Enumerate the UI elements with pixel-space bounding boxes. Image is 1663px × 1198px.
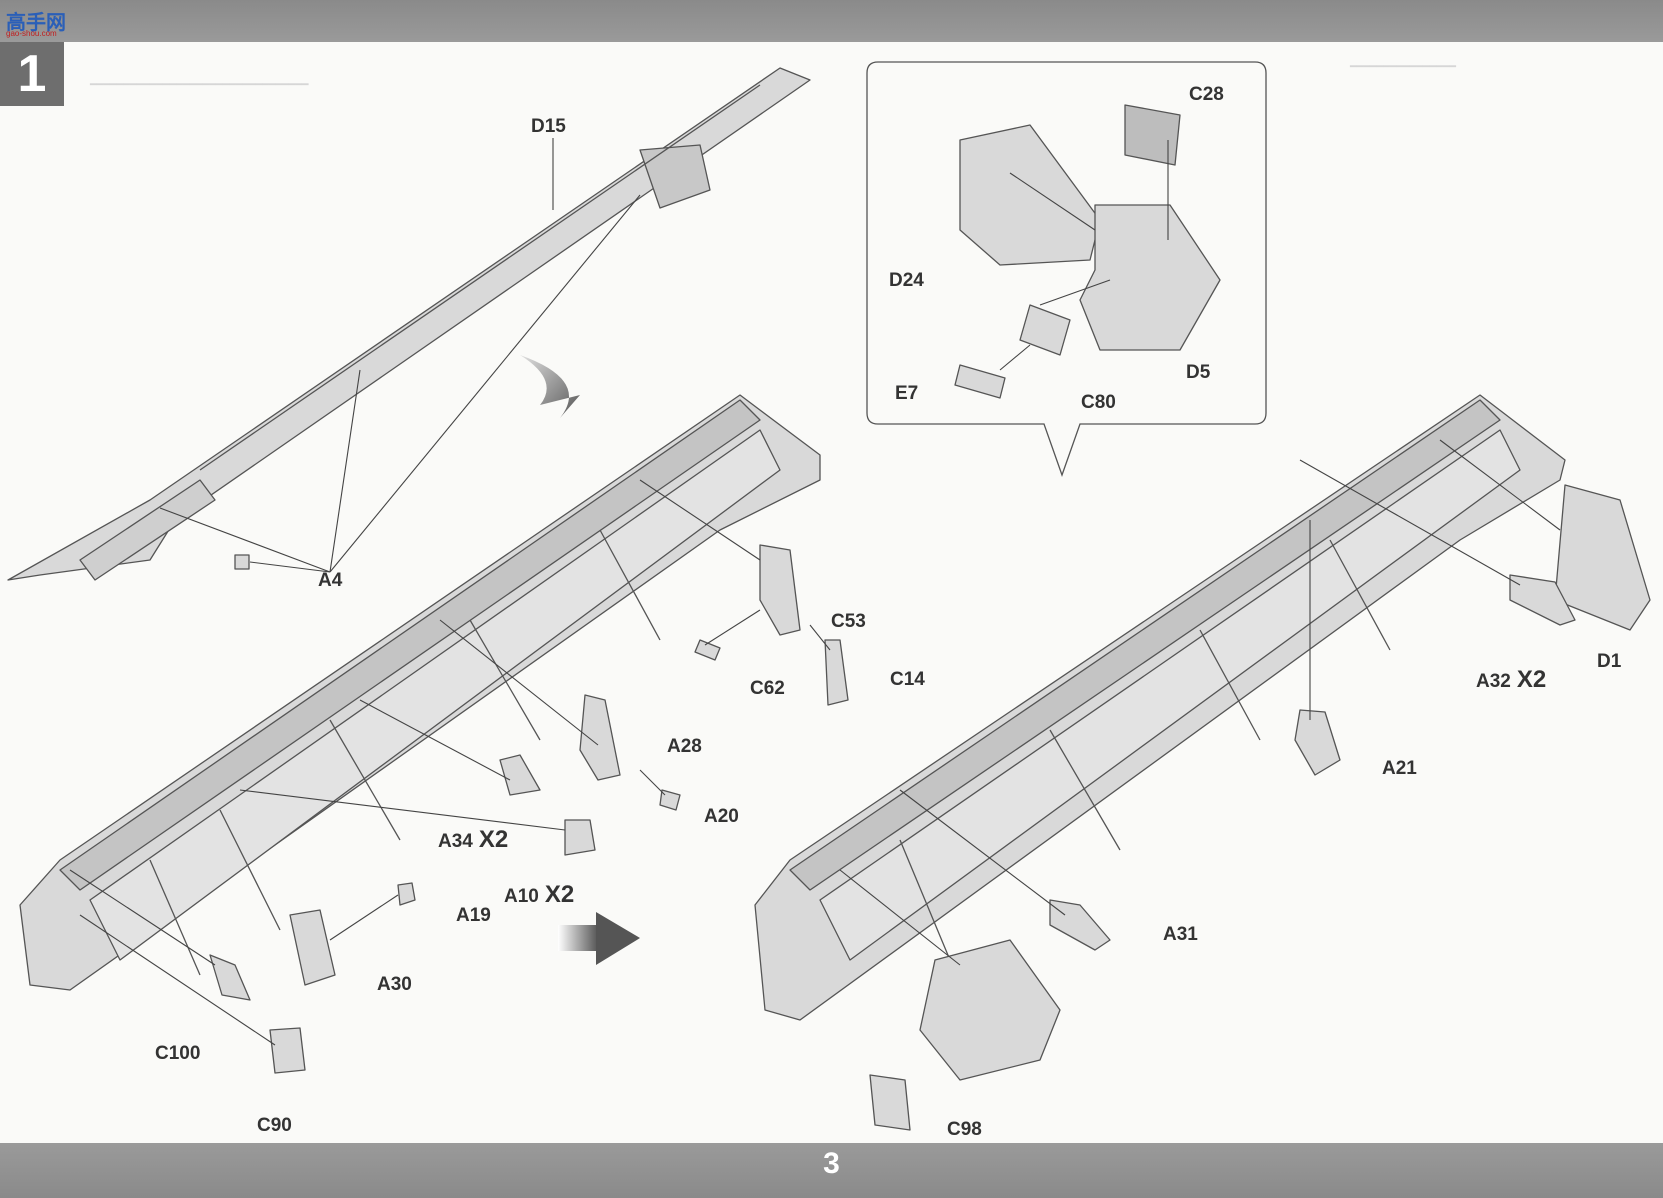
part-c28: [1124, 104, 1181, 166]
part-c14: [824, 639, 849, 706]
part-a4: [234, 554, 250, 570]
label-c80: C80: [1081, 392, 1116, 413]
part-c80: [1019, 304, 1071, 356]
part-a21: [1294, 709, 1341, 776]
label-c100: C100: [155, 1043, 201, 1064]
label-c62: C62: [750, 678, 785, 699]
part-a31: [1049, 899, 1111, 951]
label-c90: C90: [257, 1115, 292, 1136]
watermark-url: gao-shou.com: [6, 29, 57, 38]
part-c53: [759, 544, 801, 636]
part-d24: [959, 124, 1101, 266]
part-hull-side-right: [754, 394, 1566, 1021]
label-c28: C28: [1189, 84, 1224, 105]
inset-callout-box: [866, 61, 1267, 477]
label-c98: C98: [947, 1119, 982, 1140]
label-d15: D15: [531, 116, 566, 137]
flow-arrow-down: [520, 355, 580, 418]
label-a4: A4: [318, 570, 343, 591]
part-d15-rail: [7, 67, 811, 581]
part-a30: [289, 909, 336, 986]
label-c53: C53: [831, 611, 866, 632]
part-c98-body: [919, 939, 1061, 1081]
part-c98: [869, 1074, 911, 1131]
part-a19: [397, 882, 416, 906]
page-number: 3: [823, 1147, 840, 1180]
part-a34: [499, 754, 541, 796]
label-d24: D24: [889, 270, 924, 291]
part-hull-side-left: [19, 394, 821, 991]
bleed-through-text: ━━━━━━━━━━━━━━━━: [1350, 61, 1456, 73]
label-a28: A28: [667, 736, 702, 757]
bleed-through-text: ━━━━━━━━━━━━━━━━━━━━━━━━━━━━━━━━━: [90, 79, 309, 91]
part-e7: [954, 364, 1006, 399]
label-a21: A21: [1382, 758, 1417, 779]
label-d5: D5: [1186, 362, 1211, 383]
step-number-badge: 1: [0, 42, 64, 106]
label-a20: A20: [704, 806, 739, 827]
bottom-bar: [0, 1143, 1663, 1198]
part-c62: [694, 639, 721, 661]
part-c90: [269, 1027, 306, 1074]
label-d1: D1: [1597, 651, 1622, 672]
label-a31: A31: [1163, 924, 1198, 945]
label-c14: C14: [890, 669, 925, 690]
part-d5: [1079, 204, 1221, 351]
part-d1: [1554, 484, 1651, 631]
leader-lines: [69, 138, 1561, 1046]
part-a32: [1509, 574, 1576, 626]
part-c100: [209, 954, 251, 1001]
label-e7: E7: [895, 383, 919, 404]
part-a10: [564, 819, 596, 856]
label-a30: A30: [377, 974, 412, 995]
label-a19: A19: [456, 905, 491, 926]
top-bar: [0, 0, 1663, 42]
part-a28: [579, 694, 621, 781]
flow-arrow-right: [558, 912, 640, 965]
watermark-logo: 高手网: [6, 10, 66, 34]
